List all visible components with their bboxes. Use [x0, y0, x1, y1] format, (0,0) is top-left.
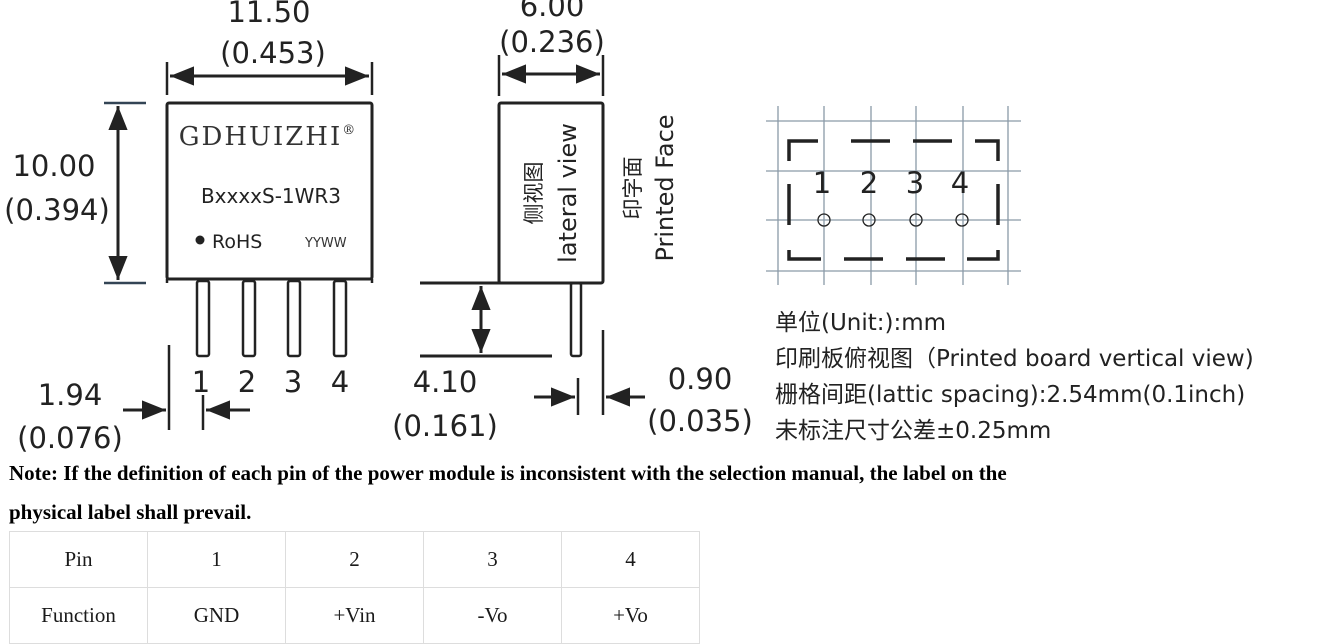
- table-cell: Function: [9, 587, 148, 644]
- note-line-2: physical label shall prevail.: [9, 500, 252, 524]
- width-mm: 11.50: [227, 0, 310, 29]
- table-cell: Pin: [9, 531, 148, 588]
- svg-text:2: 2: [238, 365, 256, 399]
- rohs-dot: [195, 235, 205, 245]
- side-width-mm: 6.00: [520, 0, 585, 23]
- pcb-outline: [787, 139, 1000, 261]
- table-row: Function GND +Vin -Vo +Vo: [9, 587, 700, 644]
- pin-function-table: Pin 1 2 3 4 Function GND +Vin -Vo +Vo: [9, 531, 700, 644]
- height-in: (0.394): [4, 193, 110, 227]
- side-width-in: (0.236): [499, 25, 605, 59]
- lateral-view-label: 侧视图: [522, 162, 546, 225]
- table-cell: 1: [147, 531, 286, 588]
- pcb-pin-numbers: 1 2 3 4: [813, 166, 969, 200]
- table-cell: 4: [561, 531, 700, 588]
- table-cell: -Vo: [423, 587, 562, 644]
- front-pin-numbers: 1 2 3 4: [192, 365, 349, 399]
- model-number: BxxxxS-1WR3: [201, 184, 341, 208]
- legend-tolerance: 未标注尺寸公差±0.25mm: [775, 418, 1052, 444]
- height-mm: 10.00: [12, 149, 95, 183]
- note-line-1: Note: If the definition of each pin of t…: [9, 461, 1007, 485]
- table-cell: +Vo: [561, 587, 700, 644]
- pcb-grid: [766, 106, 1021, 285]
- table-row: Pin 1 2 3 4: [9, 531, 700, 588]
- width-in: (0.453): [220, 36, 326, 70]
- legend-board-view: 印刷板俯视图（Printed board vertical view): [775, 346, 1254, 372]
- pin-length-in: (0.161): [392, 409, 498, 443]
- pin-offset-in: (0.076): [17, 421, 123, 455]
- svg-text:1: 1: [192, 365, 210, 399]
- table-cell: 3: [423, 531, 562, 588]
- mechanical-drawing: 11.50 (0.453) 10.00 (0.394) GDHUIZHI® Bx…: [4, 0, 1021, 455]
- date-code: YYWW: [304, 236, 347, 251]
- legend-grid-spacing: 栅格间距(lattic spacing):2.54mm(0.1inch): [775, 382, 1246, 408]
- svg-text:Printed Face: Printed Face: [651, 114, 679, 261]
- rohs-label: RoHS: [212, 231, 262, 253]
- side-body: [497, 101, 605, 285]
- lateral-view-en: lateral view: [554, 123, 582, 263]
- brand-logo: GDHUIZHI®: [179, 122, 357, 152]
- pin-width-in: (0.035): [647, 404, 753, 438]
- svg-text:lateral view: lateral view: [554, 123, 582, 263]
- side-pin: [569, 281, 583, 358]
- svg-text:4: 4: [951, 166, 969, 200]
- svg-text:4: 4: [331, 365, 349, 399]
- svg-text:3: 3: [906, 166, 924, 200]
- table-cell: 2: [285, 531, 424, 588]
- svg-text:3: 3: [284, 365, 302, 399]
- front-body: [165, 101, 374, 281]
- svg-text:印字面: 印字面: [621, 157, 645, 220]
- front-pins: [195, 279, 348, 358]
- table-cell: GND: [147, 587, 286, 644]
- legend-unit: 单位(Unit:):mm: [775, 310, 947, 336]
- svg-text:侧视图: 侧视图: [522, 162, 546, 225]
- svg-text:1: 1: [813, 166, 831, 200]
- svg-text:2: 2: [860, 166, 878, 200]
- pin-length-mm: 4.10: [413, 365, 478, 399]
- printed-face-cn: 印字面: [621, 157, 645, 220]
- pcb-pin-holes: [817, 213, 969, 227]
- pin-width-mm: 0.90: [668, 362, 733, 396]
- pin-offset-mm: 1.94: [38, 378, 103, 412]
- table-cell: +Vin: [285, 587, 424, 644]
- printed-face-en: Printed Face: [651, 114, 679, 261]
